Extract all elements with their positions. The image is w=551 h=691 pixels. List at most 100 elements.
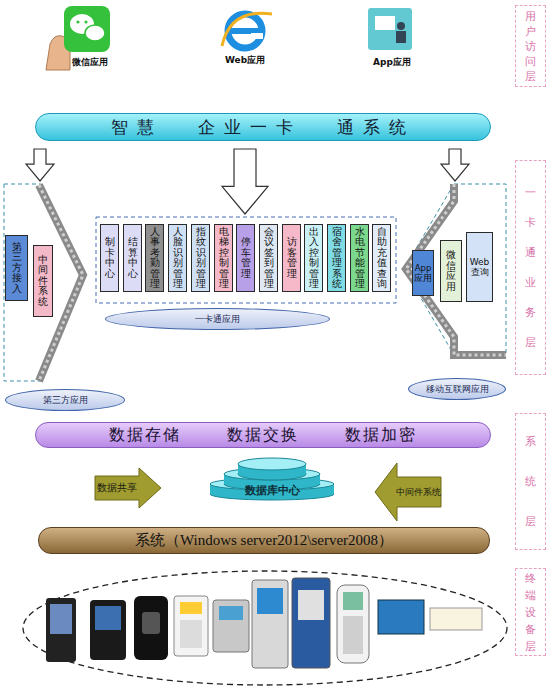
module-box: 停车管理 xyxy=(236,224,255,292)
module-box: 第三方接入 xyxy=(5,235,28,301)
data-band: 数据存储 数据交换 数据加密 xyxy=(35,422,491,448)
chevron-band xyxy=(406,184,506,355)
disc-top xyxy=(238,458,306,470)
arrow-shape: 数据共享 xyxy=(95,468,161,508)
app-icon xyxy=(368,8,412,50)
node-label: 系统（Windows server2012\server2008） xyxy=(135,531,393,550)
device-keypad xyxy=(180,620,202,648)
module-box: 宿舍管理系统 xyxy=(327,224,346,292)
web-icon xyxy=(228,14,262,48)
node-label: 指纹识别管理 xyxy=(195,227,206,290)
node-label: 用户访问层 xyxy=(525,9,537,84)
node-label: 一卡通业务层 xyxy=(525,178,537,358)
node-label: 第三方接入 xyxy=(11,242,22,295)
module-box: 人事考勤管理 xyxy=(145,224,164,292)
node-label: 系统层 xyxy=(525,422,537,542)
dashed-outline xyxy=(404,184,506,355)
device-board xyxy=(430,608,482,630)
web-icon-gap xyxy=(251,33,263,39)
module-box: 出入控制管理 xyxy=(304,224,323,292)
device-screen xyxy=(95,606,121,630)
node-label: 电梯控制管理 xyxy=(218,227,229,290)
hollow-arrow xyxy=(441,149,469,181)
node-label: 终端设备层 xyxy=(525,570,537,655)
database-stack: 数据库中心 xyxy=(208,456,336,502)
node-label: 微信应用 xyxy=(446,250,457,292)
node-label: 人脸识别管理 xyxy=(172,227,183,290)
module-box: 自助充值查询 xyxy=(372,224,391,292)
node-label: 数据库中心 xyxy=(208,482,336,498)
device-kiosk xyxy=(252,580,288,668)
device-pos xyxy=(213,600,249,652)
module-box: Web查询 xyxy=(466,232,493,302)
chat-bubble xyxy=(85,25,105,41)
node-label: 中间件系统 xyxy=(395,477,441,507)
arrow-outline xyxy=(95,468,161,508)
hollow-arrow xyxy=(26,149,54,181)
node-label: 水电节能管理 xyxy=(354,227,365,290)
module-box: 指纹识别管理 xyxy=(191,224,210,292)
module-box: 人脸识别管理 xyxy=(168,224,187,292)
node-label: 会议签到管理 xyxy=(263,227,274,290)
device-screen xyxy=(180,602,202,614)
node-label: 数据存储 数据交换 数据加密 xyxy=(109,425,417,446)
app-screen xyxy=(375,16,395,30)
device-screen xyxy=(50,604,72,634)
application-group: 一卡通应用 制卡中心结算中心人事考勤管理 人脸识别管理 指纹识别管理 电梯控制管理停车管… xyxy=(95,216,397,332)
dashed-outline xyxy=(96,217,396,303)
device-screen xyxy=(343,592,363,610)
node-label: App应用 xyxy=(414,263,433,284)
device-sensor xyxy=(142,612,160,634)
node-label: 人事考勤管理 xyxy=(149,227,160,290)
device-panel xyxy=(298,590,324,620)
group-title: 移动互联网应用 xyxy=(408,378,506,400)
node-label: 智慧 企业一卡 通系统 xyxy=(111,116,416,139)
module-box: 制卡中心 xyxy=(100,224,119,292)
module-box: 水电节能管理 xyxy=(350,224,369,292)
device-reader xyxy=(174,596,208,656)
group-title: 第三方应用 xyxy=(5,389,125,411)
node-label: 自助充值查询 xyxy=(376,227,387,290)
web-icon-swoosh xyxy=(222,13,272,46)
device-face xyxy=(90,600,126,660)
module-box: 电梯控制管理 xyxy=(214,224,233,292)
third-party-group: 第三方应用 第三方接入 中间件系统 xyxy=(3,183,127,415)
device-handheld xyxy=(337,585,369,663)
module-box: 微信应用 xyxy=(440,240,462,302)
mobile-group: 移动互联网应用 App应用 微信应用 Web查询 xyxy=(398,183,508,403)
layer-label: 系统层 xyxy=(515,413,546,550)
node-label: 制卡中心 xyxy=(104,237,115,279)
layer-label: 一卡通业务层 xyxy=(515,160,546,375)
layer-label: 终端设备层 xyxy=(515,568,546,656)
module-box: App应用 xyxy=(412,250,434,296)
device-terminal xyxy=(46,598,76,662)
device-screen xyxy=(257,588,283,614)
module-box: 访客管理 xyxy=(282,224,301,292)
system-band: 智慧 企业一卡 通系统 xyxy=(35,113,491,141)
node-label: 宿舍管理系统 xyxy=(331,227,342,290)
device-keypad xyxy=(343,616,363,654)
group-title: 一卡通应用 xyxy=(105,308,330,330)
node-label: 出入控制管理 xyxy=(308,227,319,290)
app-figure xyxy=(396,31,406,43)
device-screen xyxy=(219,606,243,620)
node-label: 数据共享 xyxy=(95,476,139,500)
device-ellipse xyxy=(23,571,507,685)
arrow-shape: 中间件系统 xyxy=(375,463,441,521)
os-band: 系统（Windows server2012\server2008） xyxy=(38,527,490,554)
icon-caption: Web应用 xyxy=(215,54,275,67)
bubble-eye xyxy=(76,20,79,23)
dashed-outline xyxy=(4,184,85,381)
arrow-outline xyxy=(375,463,441,521)
wechat-icon xyxy=(64,6,110,52)
layer-label: 用户访问层 xyxy=(515,5,546,87)
bubble-eye xyxy=(84,20,87,23)
node-label: 中间件系统 xyxy=(38,255,49,308)
module-box: 结算中心 xyxy=(123,224,142,292)
module-box: 会议签到管理 xyxy=(259,224,278,292)
chevron-texture xyxy=(406,184,506,355)
device-finger xyxy=(134,596,168,660)
